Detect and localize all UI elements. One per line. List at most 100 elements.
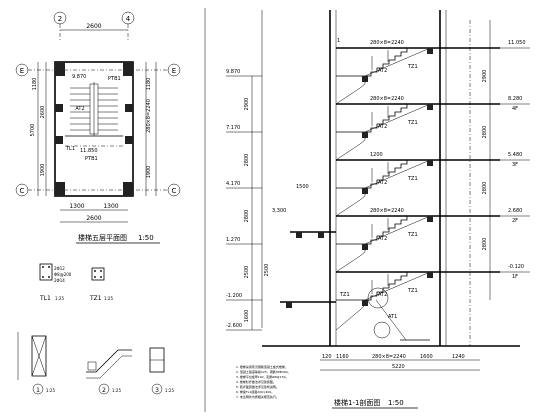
detail-2-shape <box>86 349 132 373</box>
left-height: 2800 <box>244 154 250 167</box>
section-title: 楼梯1-1剖面图 <box>334 398 380 407</box>
level-tag: 1F <box>512 274 518 280</box>
detail-3-label: 3 <box>155 387 159 394</box>
detail-2-label: 2 <box>102 387 106 394</box>
left-elevations <box>226 75 262 331</box>
column <box>123 62 133 76</box>
beams <box>286 48 433 308</box>
tl1-section <box>39 263 53 281</box>
tz1-label: TZ1 <box>89 295 102 302</box>
stair-section: 1 AT2 AT2 AT2 AT2 AT2 AT1 TZ1 TZ1 TZ1 TZ… <box>226 10 530 409</box>
notes: 1. 楼梯采用现浇钢筋混凝土板式楼梯。 2. 混凝土强度等级C25，钢筋HPB3… <box>236 364 291 399</box>
column <box>55 182 65 196</box>
detail-mark-b: Φ8@200 <box>54 272 72 277</box>
dim-2500: 2500 <box>264 264 270 277</box>
axis-right-e: E <box>172 67 176 75</box>
axis-top-right: 4 <box>126 15 131 23</box>
bottom-dim: 1160 <box>336 354 349 360</box>
elev-left: -1.200 <box>226 293 242 299</box>
column-label: TZ1 <box>339 292 350 298</box>
stair-walls <box>54 61 134 197</box>
note-line: 3. 楼梯平台板厚100，配筋Φ8@150。 <box>236 374 289 379</box>
note-line: 6. 梯梁TL1截面200×400。 <box>236 389 274 394</box>
detail-2-scale: 1:25 <box>112 388 121 393</box>
elev-left: 7.170 <box>226 125 240 131</box>
stair-label: AT1 <box>388 314 397 320</box>
detail-mark-c: 2Φ14 <box>54 278 65 283</box>
dim-bottom-b: 1300 <box>103 203 118 210</box>
elev-right: 2.680 <box>508 208 522 214</box>
stair-flights <box>335 47 431 341</box>
run-dim: 280×8=2240 <box>370 208 404 214</box>
column <box>55 62 65 76</box>
level-tag: 2F <box>512 218 518 224</box>
label-pt: PTB1 <box>108 76 121 82</box>
elev-left: -2.600 <box>226 323 242 329</box>
elev-right: 8.280 <box>508 96 522 102</box>
label-pt-2: PTB1 <box>85 156 98 162</box>
bottom-total: 5220 <box>392 364 405 370</box>
dim-1500: 1500 <box>296 184 309 190</box>
dim-right-b: 280×8=2240 <box>146 99 152 133</box>
elev-left: 1.270 <box>226 237 240 243</box>
column <box>123 182 133 196</box>
level-tag: 4F <box>512 106 518 112</box>
detail-1-shape <box>31 335 47 377</box>
elev-b: 11.850 <box>80 148 98 154</box>
floor-height: 2800 <box>482 238 488 251</box>
tz1-scale: 1:25 <box>104 296 113 301</box>
detail-marker: 1 <box>337 38 340 44</box>
elev-right: 11.050 <box>508 40 526 46</box>
left-height: 2800 <box>244 210 250 223</box>
column-label: TZ1 <box>407 232 418 238</box>
bottom-dim: 1240 <box>452 354 465 360</box>
level-tag: 3F <box>512 162 518 168</box>
bottom-dim: 120 <box>322 354 332 360</box>
label-at2: AT2 <box>75 106 84 112</box>
tl1-label: TL1 <box>39 295 51 302</box>
tz1-section <box>91 267 105 281</box>
bottom-dim: 1600 <box>420 354 433 360</box>
axis-left-c: C <box>20 187 25 195</box>
dim-left-total: 5700 <box>30 124 36 137</box>
section-scale: 1:50 <box>388 399 404 407</box>
note-line: 2. 混凝土强度等级C25，钢筋HPB300。 <box>236 369 291 374</box>
column-label: TZ1 <box>407 288 418 294</box>
axis-left-e: E <box>20 67 24 75</box>
detail-mark-a: 2Φ12 <box>54 266 65 271</box>
detail-3-scale: 1:25 <box>165 388 174 393</box>
column <box>125 104 133 112</box>
tl1-scale: 1:25 <box>55 296 64 301</box>
railings <box>371 50 389 294</box>
dim-3300: 3,300 <box>272 208 286 214</box>
bottom-dim: 280×8=2240 <box>372 354 406 360</box>
stair-label: AT2 <box>378 124 387 130</box>
elev-left: 4.170 <box>226 181 240 187</box>
dim-left-a: 1180 <box>32 78 38 91</box>
dim-right-a: 1180 <box>146 78 152 91</box>
dim-left-c: 1900 <box>40 164 46 177</box>
elev-right: 5.480 <box>508 152 522 158</box>
dim-top: 2600 <box>86 23 101 30</box>
dim-right-c: 1900 <box>146 166 152 179</box>
column-label: TZ1 <box>407 64 418 70</box>
dim-bottom-total: 2600 <box>86 215 101 222</box>
stair-label: AT2 <box>378 292 387 298</box>
column <box>125 136 133 144</box>
dim-bottom-a: 1300 <box>69 203 84 210</box>
floor-height: 2900 <box>482 70 488 83</box>
detail-1-label: 1 <box>36 387 40 394</box>
stair-label: AT2 <box>378 68 387 74</box>
section-marker <box>373 321 391 339</box>
column <box>55 136 63 144</box>
column-label: TZ1 <box>407 176 418 182</box>
landings <box>336 75 365 301</box>
elev-right: -0.120 <box>508 264 524 270</box>
column-label: TZ1 <box>407 120 418 126</box>
column <box>55 104 63 112</box>
axis-top-left: 2 <box>58 15 62 23</box>
elev-a: 9.870 <box>72 74 86 80</box>
note-line: 4. 楼梯栏杆做法详见建施图。 <box>236 379 276 384</box>
section-details: 2Φ12 Φ8@200 2Φ14 TL1 1:25 TZ1 1:25 1 1:2… <box>17 263 174 395</box>
